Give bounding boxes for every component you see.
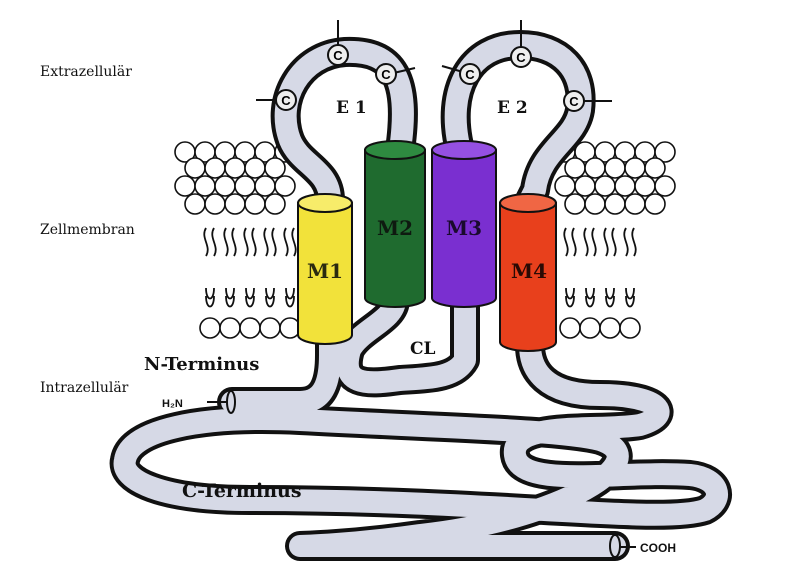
region-membrane-label: Zellmembran: [40, 222, 135, 238]
segment-m1-label: M1: [307, 259, 343, 283]
lipid-head: [555, 176, 575, 196]
lipid-tail: [204, 228, 215, 256]
lipid-tail: [264, 228, 275, 256]
cysteine-label: C: [465, 67, 475, 82]
cysteine-label: C: [281, 93, 291, 108]
lipid-tail: [246, 288, 254, 299]
lipid-head: [565, 158, 585, 178]
lipid-head: [200, 318, 220, 338]
lipid-tail: [244, 228, 255, 256]
lipid-head: [635, 176, 655, 196]
lipid-head: [265, 158, 285, 178]
lipid-head: [645, 158, 665, 178]
lipid-tail: [624, 228, 635, 256]
lipid-head: [580, 318, 600, 338]
segment-m4: M4: [500, 194, 556, 351]
lipid-head: [645, 194, 665, 214]
segment-m3: M3: [432, 141, 496, 307]
membrane-lipid-heads-inner: [200, 318, 640, 338]
n-group-label: H₂N: [162, 398, 183, 410]
lipid-head: [560, 318, 580, 338]
lipid-head: [605, 158, 625, 178]
loop-cl-label: CL: [410, 339, 436, 359]
cysteine-label: C: [569, 94, 579, 109]
lipid-head: [205, 158, 225, 178]
lipid-tail: [284, 228, 295, 256]
lipid-tail: [206, 288, 214, 299]
segment-m4-label: M4: [511, 259, 547, 283]
lipid-tail: [224, 228, 235, 256]
lipid-tail: [626, 288, 634, 299]
c-group-label: COOH: [640, 541, 676, 555]
lipid-head: [565, 194, 585, 214]
lipid-head: [600, 318, 620, 338]
lipid-head: [235, 176, 255, 196]
lipid-tail: [266, 288, 274, 299]
c-terminus-label: C-Terminus: [182, 480, 302, 502]
lipid-head: [595, 176, 615, 196]
lipid-tail: [564, 228, 575, 256]
lipid-head: [225, 158, 245, 178]
lipid-tail: [586, 288, 594, 299]
lipid-head: [260, 318, 280, 338]
lipid-head: [655, 176, 675, 196]
n-terminus-label: N-Terminus: [144, 354, 259, 375]
lipid-head: [185, 194, 205, 214]
lipid-head: [275, 176, 295, 196]
lipid-head: [240, 318, 260, 338]
lipid-head: [195, 176, 215, 196]
lipid-head: [215, 176, 235, 196]
segment-m2: M2: [365, 141, 425, 307]
lipid-head: [220, 318, 240, 338]
lipid-head: [575, 176, 595, 196]
lipid-head: [245, 194, 265, 214]
segment-m3-label: M3: [446, 216, 482, 240]
lipid-head: [205, 194, 225, 214]
lipid-head: [585, 158, 605, 178]
lipid-head: [265, 194, 285, 214]
loop-e1-label: E 1: [336, 98, 367, 118]
segment-m1: M1: [298, 194, 352, 344]
lipid-head: [225, 194, 245, 214]
cysteine-label: C: [516, 50, 526, 65]
lipid-tail: [604, 228, 615, 256]
lipid-head: [585, 194, 605, 214]
segment-m2-label: M2: [377, 216, 413, 240]
cysteine-label: C: [381, 67, 391, 82]
cysteine-label: C: [333, 48, 343, 63]
region-extracellular-label: Extrazellulär: [40, 64, 132, 80]
lipid-tail: [226, 288, 234, 299]
lipid-tail: [286, 288, 294, 299]
lipid-head: [625, 158, 645, 178]
lipid-head: [175, 176, 195, 196]
lipid-head: [605, 194, 625, 214]
lipid-head: [620, 318, 640, 338]
region-intracellular-label: Intrazellulär: [40, 380, 129, 396]
lipid-head: [255, 176, 275, 196]
loop-e2-label: E 2: [497, 98, 528, 118]
lipid-head: [615, 176, 635, 196]
lipid-tail: [584, 228, 595, 256]
lipid-tail: [606, 288, 614, 299]
lipid-tail: [566, 288, 574, 299]
lipid-head: [185, 158, 205, 178]
lipid-head: [245, 158, 265, 178]
lipid-head: [625, 194, 645, 214]
